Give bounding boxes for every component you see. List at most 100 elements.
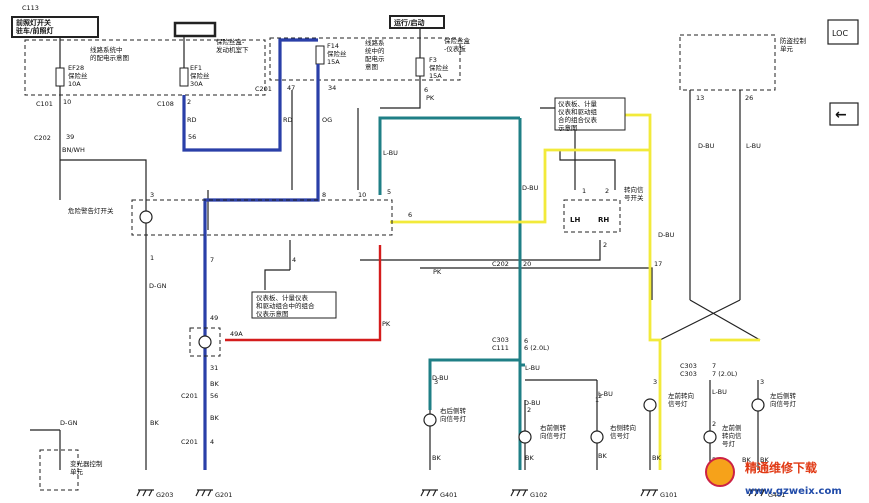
fuse-ef28 (55, 67, 65, 87)
ground-symbol (195, 489, 213, 497)
blank-switch-tag (173, 21, 217, 38)
wire-color-label: BK (598, 452, 607, 460)
wire-color-label: BN/WH (62, 146, 85, 154)
pin-label: 1 (595, 396, 599, 404)
wire-color-label: BK (432, 454, 441, 462)
ground-symbol (510, 489, 528, 497)
connector-label: C201 (255, 85, 272, 93)
pin-label: 5 (387, 188, 391, 196)
pin-label: 2 (712, 420, 716, 428)
pin-label: 3 (760, 378, 764, 386)
wire-color-label: PK (433, 268, 442, 276)
pin-label: 1 (150, 254, 154, 262)
wire-color-label: L-BU (746, 142, 761, 150)
lr-turn-lamp: 左前侧转向信号灯 (703, 423, 742, 448)
turn-signal-switch-box (563, 199, 621, 233)
svg-text:RH: RH (598, 216, 609, 224)
anti-theft-module (679, 34, 776, 91)
svg-text:变光器控制单元: 变光器控制单元 (70, 459, 103, 476)
pin-label: 8 (322, 191, 326, 199)
svg-text:LOC: LOC (832, 29, 848, 38)
svg-text:仪表板、计量仪表和驱动组合中的组合仪表示意图: 仪表板、计量仪表和驱动组合中的组合仪表示意图 (256, 293, 315, 318)
fuse-f14 (315, 45, 325, 65)
wire-color-label: OG (322, 116, 332, 124)
cluster-ref-top: 仪表板、计量仪表和驱动组合的组合仪表示意图 (554, 97, 626, 132)
svg-text:危险警告灯开关: 危险警告灯开关 (68, 206, 114, 215)
connector-label: C201 (181, 392, 198, 400)
connector-label: C303 (492, 336, 509, 344)
flasher-box (189, 327, 221, 357)
pin-label: 26 (745, 94, 753, 102)
pin-label: 6 (2.0L) (524, 344, 549, 352)
svg-text:线路系统中的配电示意图: 线路系统中的配电示意图 (365, 38, 385, 71)
pin-label: 2 (598, 392, 602, 400)
pin-label: 7 (712, 362, 716, 370)
pin-label: 56 (188, 133, 196, 141)
svg-text:精通维修下载: 精通维修下载 (745, 460, 817, 475)
watermark: 精通维修下载 www.gzweix.com (705, 457, 842, 497)
svg-text:运行/启动: 运行/启动 (394, 18, 425, 27)
svg-text:左前侧转向信号灯: 左前侧转向信号灯 (722, 423, 742, 448)
wire-color-label: D-BU (432, 374, 449, 382)
svg-text:保险丝盒-仪表板: 保险丝盒-仪表板 (444, 36, 471, 53)
wire-color-label: BK (210, 414, 219, 422)
wire-color-label: BK (652, 454, 661, 462)
wire-color-label: D-BU (522, 184, 539, 192)
pin-label: 6 (424, 86, 428, 94)
wire-color-label: D-BU (524, 399, 541, 407)
pin-label: 17 (654, 260, 662, 268)
pin-label: 2 (603, 241, 607, 249)
connector-label: C101 (36, 100, 53, 108)
pin-label: 10 (63, 98, 71, 106)
pin-label: 2 (605, 187, 609, 195)
svg-text:仪表板、计量仪表和驱动组合的组合仪表示意图: 仪表板、计量仪表和驱动组合的组合仪表示意图 (558, 99, 598, 132)
connector-label: C108 (157, 100, 174, 108)
pin-label: 7 (2.0L) (712, 370, 737, 378)
fuse-block-right (269, 37, 461, 81)
rs-turn-lamp: 右侧转向信号灯 (590, 423, 636, 444)
back-arrow-button[interactable]: ← (829, 102, 859, 126)
run-start-tag: 运行/启动 (389, 15, 445, 29)
wire-color-label: BK (210, 380, 219, 388)
connector-label: C201 (181, 438, 198, 446)
wire-color-label: BK (150, 419, 159, 427)
svg-text:www.gzweix.com: www.gzweix.com (745, 486, 842, 497)
rr-turn-lamp: 右后侧转向信号灯 (423, 406, 467, 427)
loc-button[interactable]: LOC (827, 19, 859, 45)
ground-symbol (136, 489, 154, 497)
svg-text:保险丝盒-发动机室下: 保险丝盒-发动机室下 (216, 37, 249, 54)
wire-color-label: L-BU (712, 388, 727, 396)
svg-text:49A: 49A (230, 330, 243, 338)
pin-label: 20 (523, 260, 531, 268)
connector-label: C202 (492, 260, 509, 268)
pin-label: 1 (582, 187, 586, 195)
ground-label: G401 (440, 491, 457, 499)
rf-turn-lamp: 右前侧转向信号灯 (518, 423, 567, 444)
ground-label: G401 (768, 491, 785, 499)
pin-label: 47 (287, 84, 295, 92)
pin-label: 6 (524, 337, 528, 345)
headlamp-switch-tag: 前照灯开关驻车/前照灯 (11, 16, 99, 38)
pin-label: 49 (210, 314, 218, 322)
pin-label: 39 (66, 133, 74, 141)
connector-label: C303 (680, 362, 697, 370)
fuse-f3 (415, 57, 425, 77)
red-wire (225, 245, 382, 342)
wire-color-label: D-GN (149, 282, 167, 290)
svg-text:线路系统中的配电示意图: 线路系统中的配电示意图 (90, 45, 129, 62)
ground-label: G201 (215, 491, 232, 499)
pin-label: 3 (150, 191, 154, 199)
svg-text:←: ← (835, 107, 847, 123)
ls-turn-lamp: 左后侧转向信号灯 (751, 391, 797, 412)
wire-color-label: L-BU (598, 390, 613, 398)
wire-color-label: RD (283, 116, 293, 124)
ground-symbol (748, 489, 766, 497)
pin-label: 4 (210, 438, 214, 446)
svg-text:左前转向信号灯: 左前转向信号灯 (668, 391, 694, 408)
ground-symbol (420, 489, 438, 497)
